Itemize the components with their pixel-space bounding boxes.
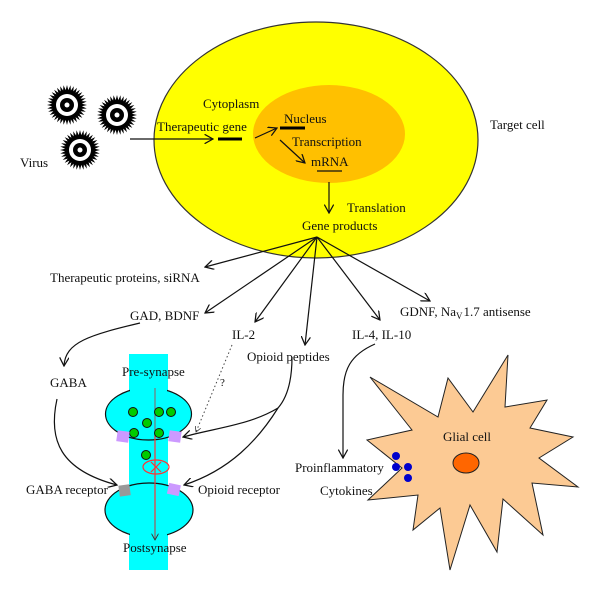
question-mark: ? bbox=[220, 377, 225, 389]
arrow-gad-bdnf bbox=[205, 236, 318, 313]
inhibition-icon bbox=[142, 459, 170, 475]
virus-icon bbox=[60, 130, 100, 170]
cytokine-icon bbox=[392, 452, 400, 460]
pre-synapse-column-cover bbox=[130, 354, 167, 414]
post-synapse-column-cover bbox=[130, 510, 167, 570]
inhibition-x-b bbox=[150, 461, 162, 473]
opioid-receptor-label: Opioid receptor bbox=[198, 482, 281, 497]
pre-synapse-label: Pre-synapse bbox=[122, 364, 185, 379]
target-cell-label: Target cell bbox=[490, 117, 545, 132]
arrow-il2 bbox=[255, 236, 318, 322]
cytokine-icon bbox=[392, 463, 400, 471]
synapse: Pre-synapse Postsynapse bbox=[104, 354, 194, 570]
virus-label: Virus bbox=[20, 155, 48, 170]
opioid-to-post-receptor-arrow bbox=[184, 407, 279, 485]
gdnf-label-suffix: 1.7 antisense bbox=[464, 304, 531, 319]
arrow-gdnf bbox=[316, 236, 430, 301]
cytokines-label: Cytokines bbox=[320, 483, 373, 498]
virus-group bbox=[47, 85, 137, 170]
gdnf-label-prefix: GDNF, Na bbox=[400, 304, 456, 319]
vesicle-icon bbox=[154, 428, 164, 438]
vesicle-icon bbox=[129, 428, 139, 438]
gaba-receptor-icon bbox=[118, 484, 131, 497]
nucleus-label: Nucleus bbox=[284, 111, 327, 126]
glial-cell-label: Glial cell bbox=[443, 429, 491, 444]
virus-ring bbox=[114, 112, 120, 118]
cytoplasm-label: Cytoplasm bbox=[203, 96, 259, 111]
vesicle-icon bbox=[142, 418, 152, 428]
vesicles bbox=[128, 407, 176, 460]
il4-il10-label: IL-4, IL-10 bbox=[352, 327, 411, 342]
translation-label: Translation bbox=[347, 200, 406, 215]
cytokine-icon bbox=[404, 474, 412, 482]
gaba-receptor-label: GABA receptor bbox=[26, 482, 109, 497]
virus-icon bbox=[47, 85, 87, 125]
pre-receptor-left bbox=[116, 430, 130, 443]
gad-bdnf-label: GAD, BDNF bbox=[130, 308, 199, 323]
virus-ring bbox=[64, 102, 70, 108]
transcription-label: Transcription bbox=[292, 134, 362, 149]
vesicle-icon bbox=[166, 407, 176, 417]
vesicle-icon bbox=[128, 407, 138, 417]
opioid-peptides-label: Opioid peptides bbox=[247, 349, 330, 364]
gad-to-gaba-arrow bbox=[64, 322, 141, 366]
inhibition-ring bbox=[142, 459, 170, 475]
gdnf-label-sub: V bbox=[456, 311, 463, 321]
transcription-arrow bbox=[279, 139, 305, 163]
gene-to-nucleus-arrow bbox=[254, 128, 277, 139]
nucleus bbox=[253, 85, 405, 183]
postsynapse-label: Postsynapse bbox=[123, 540, 187, 555]
arrow-opioid-peptides bbox=[305, 236, 318, 345]
arrow-il4-il10 bbox=[316, 236, 380, 320]
gdnf-label: GDNF, NaV1.7 antisense bbox=[400, 304, 531, 321]
mrna-label: mRNA bbox=[311, 154, 349, 169]
il2-dotted-arrow bbox=[196, 344, 233, 432]
vesicle-icon bbox=[141, 450, 151, 460]
therapeutic-gene-label: Therapeutic gene bbox=[157, 119, 247, 134]
cytokine-icon bbox=[404, 463, 412, 471]
gene-product-arrows bbox=[205, 236, 430, 345]
virus-icon bbox=[97, 95, 137, 135]
opioid-receptor-icon bbox=[166, 482, 181, 497]
il2-label: IL-2 bbox=[232, 327, 255, 342]
il4-to-cytokines-arrow bbox=[343, 343, 376, 458]
proinflammatory-label: Proinflammatory bbox=[295, 460, 384, 475]
virus-ring bbox=[77, 147, 83, 153]
vesicle-icon bbox=[154, 407, 164, 417]
gene-products-label: Gene products bbox=[302, 218, 377, 233]
glial-nucleus bbox=[452, 452, 480, 474]
therapeutic-proteins-label: Therapeutic proteins, siRNA bbox=[50, 270, 200, 285]
gaba-to-receptor-arrow bbox=[53, 398, 117, 485]
pre-receptor-right bbox=[168, 430, 182, 443]
gaba-label: GABA bbox=[50, 375, 87, 390]
opioid-to-pre-receptor-arrow bbox=[183, 356, 293, 437]
arrow-therapeutic-proteins bbox=[205, 236, 318, 267]
cytokines bbox=[392, 452, 412, 482]
